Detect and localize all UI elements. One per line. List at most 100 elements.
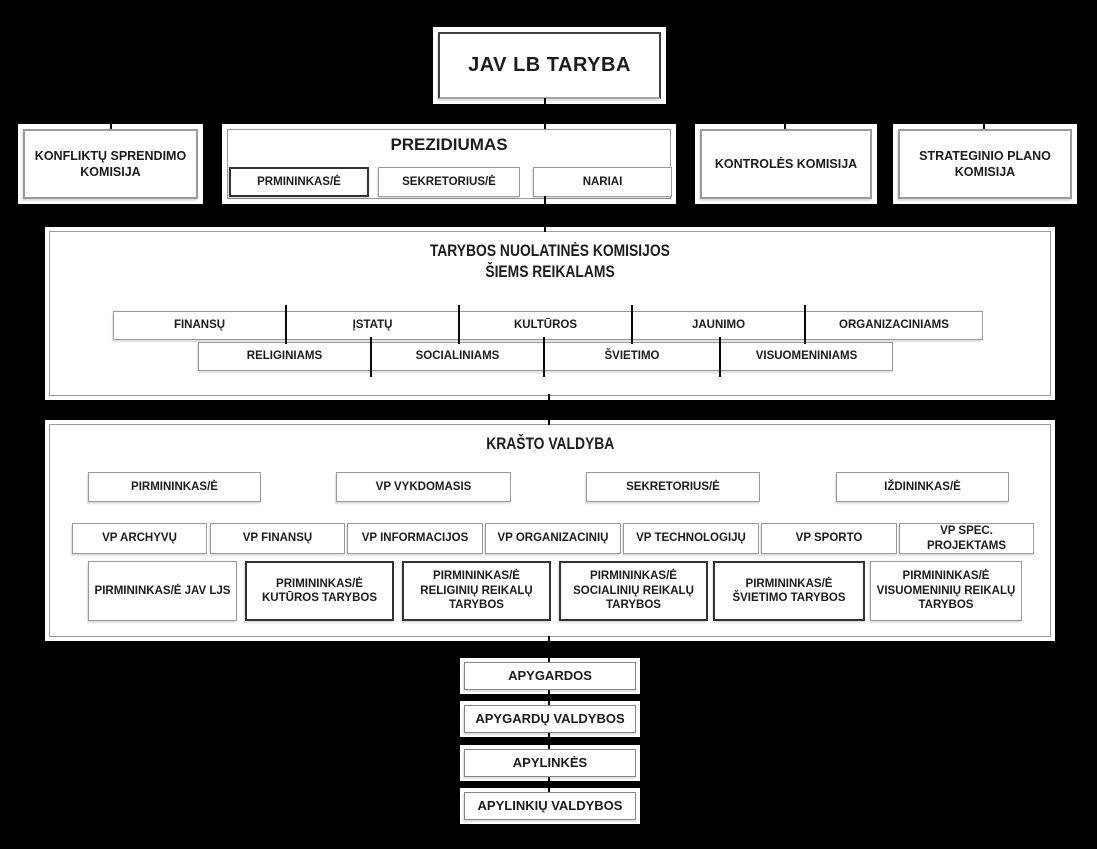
node-label: PRMININKAS/Ė <box>257 175 341 188</box>
node-label: SEKRETORIUS/Ė <box>626 480 720 493</box>
node-label: KONTROLĖS KOMISIJA <box>714 156 858 171</box>
connector-apygardu-valdybos-to-apylinkes <box>548 733 550 749</box>
node-label: ŠVIETIMO <box>604 350 660 363</box>
node-pirmininkas-visuomeniniu-reikalu-tarybos: PIRMININKAS/Ė VISUOMENINIŲ REIKALŲ TARYB… <box>870 561 1022 621</box>
junction-tick <box>458 305 460 344</box>
root-box-border: JAV LB TARYBA <box>438 32 661 99</box>
section-title-text: KRAŠTO VALDYBA <box>485 435 615 453</box>
node-label: IŽDININKAS/Ė <box>884 480 961 493</box>
node-vp-vykdomasis: VP VYKDOMASIS <box>336 472 511 502</box>
node-label: VP FINANSŲ <box>242 532 313 545</box>
connector-root-to-prezidiumas <box>544 98 546 129</box>
node-label: SEKRETORIUS/Ė <box>402 175 496 188</box>
node-prmininkas: PRMININKAS/Ė <box>229 167 369 197</box>
connector-valdyba-to-apygardos <box>548 636 550 662</box>
node-pirmininkas-svietimo-tarybos: PIRMININKAS/Ė ŠVIETIMO TARYBOS <box>713 561 865 621</box>
node-finansu: FINANSŲ <box>113 311 286 340</box>
node-apylinkiu-valdybos: APYLINKIŲ VALDYBOS <box>460 788 640 824</box>
node-pirmininkas-kulturos-tarybos: PRIMININKAS/Ė KUTŪROS TARYBOS <box>245 561 394 621</box>
box-border: STRATEGINIO PLANO KOMISIJA <box>898 129 1072 199</box>
connector-apylinkes-to-apylinkiu-valdybos <box>548 777 550 792</box>
node-izdininkas: IŽDININKAS/Ė <box>836 472 1009 502</box>
node-vp-finansu: VP FINANSŲ <box>210 523 345 554</box>
connector-top-bus <box>111 118 986 120</box>
node-jav-lb-taryba: JAV LB TARYBA <box>433 27 666 104</box>
node-pirmininkas-jav-ljs: PIRMININKAS/Ė JAV LJS <box>88 561 237 621</box>
node-pirmininkas-religiniu-reikalu-tarybos: PIRMININKAS/Ė RELIGINIŲ REIKALŲ TARYBOS <box>402 561 551 621</box>
node-label: NARIAI <box>582 175 623 188</box>
section-title-text: TARYBOS NUOLATINĖS KOMISIJOS <box>429 242 671 260</box>
node-pirmininkas-socialiniu-reikalu-tarybos: PIRMININKAS/Ė SOCIALINIŲ REIKALŲ TARYBOS <box>559 561 708 621</box>
node-religiniams: RELIGINIAMS <box>198 342 371 371</box>
panel-tarybos-nuolatines-komisijos: TARYBOS NUOLATINĖS KOMISIJOS ŠIEMS REIKA… <box>45 227 1055 400</box>
node-label: APYGARDOS <box>508 668 592 684</box>
junction-tick <box>719 337 721 377</box>
node-label: VP TECHNOLOGIJŲ <box>636 532 746 545</box>
box-border: APYGARDŲ VALDYBOS <box>464 705 636 733</box>
node-visuomeniniams: VISUOMENINIAMS <box>720 342 893 371</box>
node-label: VP SPEC. PROJEKTAMS <box>926 525 1007 552</box>
node-label: PIRMININKAS/Ė VISUOMENINIŲ REIKALŲ TARYB… <box>876 570 1016 612</box>
node-label: ORGANIZACINIAMS <box>839 319 949 332</box>
section-title-line2: ŠIEMS REIKALAMS <box>45 262 1055 283</box>
node-label: KULTŪROS <box>513 319 578 332</box>
box-border: APYLINKIŲ VALDYBOS <box>464 792 636 820</box>
box-border: APYGARDOS <box>464 662 636 690</box>
node-jaunimo: JAUNIMO <box>632 311 805 340</box>
junction-tick <box>543 337 545 377</box>
connector-apygardos-to-apygardu-valdybos <box>548 690 550 705</box>
node-sekretorius: SEKRETORIUS/Ė <box>378 167 520 197</box>
junction-tick <box>804 305 806 344</box>
prezidiumas-title: PREZIDIUMAS <box>390 135 508 154</box>
node-konfliktu-sprendimo-komisija: KONFLIKTŲ SPRENDIMO KOMISIJA <box>18 124 203 204</box>
node-kulturos: KULTŪROS <box>459 311 632 340</box>
node-apylinkes: APYLINKĖS <box>460 745 640 781</box>
node-label: STRATEGINIO PLANO KOMISIJA <box>919 148 1051 179</box>
node-kv-pirmininkas: PIRMININKAS/Ė <box>88 472 261 502</box>
box-border: APYLINKĖS <box>464 749 636 777</box>
node-label: JAUNIMO <box>691 319 746 332</box>
node-label: VP ORGANIZACINIŲ <box>497 532 609 545</box>
section-title: KRAŠTO VALDYBA <box>45 434 1055 455</box>
connector-bus-to-kontroles <box>784 118 786 129</box>
node-istatu: ĮSTATŲ <box>286 311 459 340</box>
node-label: FINANSŲ <box>173 319 226 332</box>
node-label: PIRMININKAS/Ė RELIGINIŲ REIKALŲ TARYBOS <box>420 570 533 612</box>
node-label: APYLINKIŲ VALDYBOS <box>477 798 623 814</box>
node-vp-technologiju: VP TECHNOLOGIJŲ <box>623 523 759 554</box>
node-label: ĮSTATŲ <box>352 319 393 332</box>
node-label: KONFLIKTŲ SPRENDIMO KOMISIJA <box>34 148 187 179</box>
node-strateginio-plano-komisija: STRATEGINIO PLANO KOMISIJA <box>893 124 1077 204</box>
node-apygardu-valdybos: APYGARDŲ VALDYBOS <box>460 701 640 737</box>
node-label: VP SPORTO <box>795 532 863 545</box>
junction-tick <box>370 337 372 377</box>
connector-bus-to-strateginio <box>983 118 985 129</box>
connector-prezidiumas-to-komisijos <box>544 196 546 232</box>
node-label: RELIGINIAMS <box>246 350 323 363</box>
node-kv-sekretorius: SEKRETORIUS/Ė <box>586 472 760 502</box>
node-label: APYGARDŲ VALDYBOS <box>475 711 625 727</box>
connector-komisijos-to-valdyba <box>548 394 550 425</box>
node-socialiniams: SOCIALINIAMS <box>371 342 544 371</box>
node-label: PIRMININKAS/Ė <box>131 480 218 493</box>
node-label: PIRMININKAS/Ė ŠVIETIMO TARYBOS <box>732 577 846 604</box>
node-label: VP VYKDOMASIS <box>375 480 472 493</box>
node-label: PRIMININKAS/Ė KUTŪROS TARYBOS <box>262 577 377 604</box>
node-label: PIRMININKAS/Ė JAV LJS <box>94 584 231 597</box>
node-organizaciniams: ORGANIZACINIAMS <box>805 311 983 340</box>
node-vp-organizaciniu: VP ORGANIZACINIŲ <box>485 523 621 554</box>
root-label: JAV LB TARYBA <box>468 54 631 76</box>
box-border: KONFLIKTŲ SPRENDIMO KOMISIJA <box>23 129 198 199</box>
connector-bus-to-konfliktu <box>110 118 112 129</box>
node-vp-spec-projektams: VP SPEC. PROJEKTAMS <box>899 523 1034 554</box>
node-label: VISUOMENINIAMS <box>755 350 858 363</box>
node-label: VP ARCHYVŲ <box>102 532 177 545</box>
node-label: SOCIALINIAMS <box>415 350 500 363</box>
node-apygardos: APYGARDOS <box>460 658 640 694</box>
node-label: PIRMININKAS/Ė SOCIALINIŲ REIKALŲ TARYBOS <box>573 570 694 612</box>
node-nariai: NARIAI <box>533 167 672 197</box>
node-label: VP INFORMACIJOS <box>361 532 469 545</box>
panel-krasto-valdyba: KRAŠTO VALDYBA PIRMININKAS/Ė VP VYKDOMAS… <box>45 420 1055 641</box>
node-label: APYLINKĖS <box>512 755 588 771</box>
